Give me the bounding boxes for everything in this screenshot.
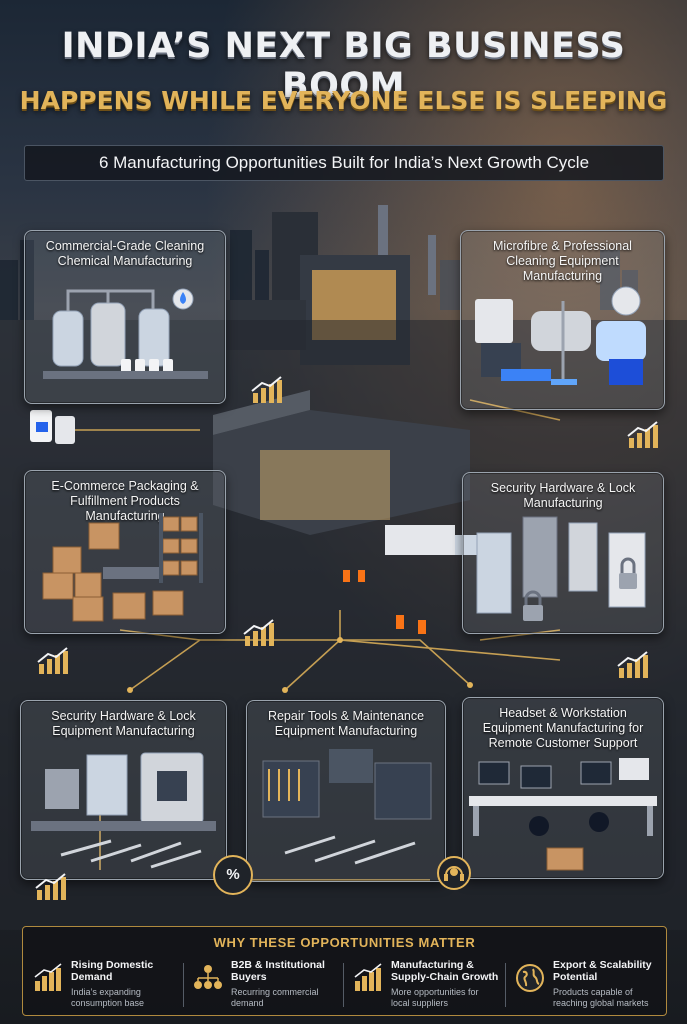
divider xyxy=(183,963,184,1007)
why-item-desc: Recurring commercial demand xyxy=(231,987,319,1008)
why-item-supply-chain: Manufacturing & Supply-Chain Growth More… xyxy=(349,959,509,1011)
why-item-desc: Products capable of reaching global mark… xyxy=(553,987,649,1008)
boxes-icon xyxy=(42,513,203,622)
network-people-icon xyxy=(194,965,222,989)
why-item-heading: Manufacturing & Supply-Chain Growth xyxy=(391,959,499,983)
bar-growth-icon xyxy=(354,963,382,991)
bar-growth-icon xyxy=(34,963,62,991)
why-item-heading: Export & Scalability Potential xyxy=(553,959,652,983)
subtitle-banner: 6 Manufacturing Opportunities Built for … xyxy=(24,145,664,181)
cleaning-equipment-icon xyxy=(475,286,646,385)
card-ecommerce-packaging[interactable]: E-Commerce Packaging & Fulfillment Produ… xyxy=(24,470,226,634)
card-label: Security Hardware & Lock Equipment Manuf… xyxy=(51,709,196,738)
growth-chart-icon xyxy=(35,873,66,900)
card-label: Repair Tools & Maintenance Equipment Man… xyxy=(267,709,425,738)
growth-chart-icon xyxy=(37,647,68,674)
card-security-lock-equipment[interactable]: Security Hardware & Lock Equipment Manuf… xyxy=(20,700,227,880)
workstation-icon xyxy=(469,758,657,871)
percent-symbol: % xyxy=(226,866,240,883)
divider xyxy=(343,963,344,1007)
growth-chart-icon xyxy=(243,619,274,646)
why-item-heading: Rising Domestic Demand xyxy=(71,959,154,983)
card-microfibre-cleaning[interactable]: Microfibre & Professional Cleaning Equip… xyxy=(460,230,665,410)
why-item-domestic-demand: Rising Domestic Demand India’s expanding… xyxy=(29,959,189,1011)
card-label: Commercial-Grade Cleaning Chemical Manuf… xyxy=(45,239,205,268)
card-repair-tools[interactable]: Repair Tools & Maintenance Equipment Man… xyxy=(246,700,446,882)
cnc-machine-icon xyxy=(31,752,216,869)
globe-icon xyxy=(516,964,544,992)
divider xyxy=(505,963,506,1007)
headset-icon xyxy=(437,856,471,890)
why-item-desc: More opportunities for local suppliers xyxy=(391,987,479,1008)
card-label: E-Commerce Packaging & Fulfillment Produ… xyxy=(51,479,199,523)
card-label: Security Hardware & Lock Manufacturing xyxy=(490,481,636,510)
card-headset-workstation[interactable]: Headset & Workstation Equipment Manufact… xyxy=(462,697,664,879)
card-label: Headset & Workstation Equipment Manufact… xyxy=(482,706,644,750)
growth-chart-icon xyxy=(617,651,648,678)
toolbox-icon xyxy=(262,749,432,865)
growth-chart-icon xyxy=(627,421,658,448)
lock-icon xyxy=(476,516,646,621)
why-section: WHY THESE OPPORTUNITIES MATTER Rising Do… xyxy=(22,926,667,1016)
card-label: Microfibre & Professional Cleaning Equip… xyxy=(493,239,632,283)
card-cleaning-chemical[interactable]: Commercial-Grade Cleaning Chemical Manuf… xyxy=(24,230,226,404)
card-security-lock[interactable]: Security Hardware & Lock Manufacturing xyxy=(462,472,664,634)
growth-chart-icon xyxy=(251,376,282,403)
page-subtitle-gold: HAPPENS WHILE EVERYONE ELSE IS SLEEPING xyxy=(19,86,668,115)
header: INDIA’S NEXT BIG BUSINESS BOOM HAPPENS W… xyxy=(0,0,687,190)
why-item-export: Export & Scalability Potential Products … xyxy=(511,959,661,1011)
page-title: INDIA’S NEXT BIG BUSINESS BOOM xyxy=(61,26,626,106)
why-item-desc: India’s expanding consumption base xyxy=(71,987,145,1008)
why-item-heading: B2B & Institutional Buyers xyxy=(231,959,325,983)
percent-badge-icon: % xyxy=(213,855,253,895)
why-item-b2b-buyers: B2B & Institutional Buyers Recurring com… xyxy=(189,959,349,1011)
why-title: WHY THESE OPPORTUNITIES MATTER xyxy=(213,935,476,950)
chemical-tanks-icon xyxy=(43,288,208,379)
